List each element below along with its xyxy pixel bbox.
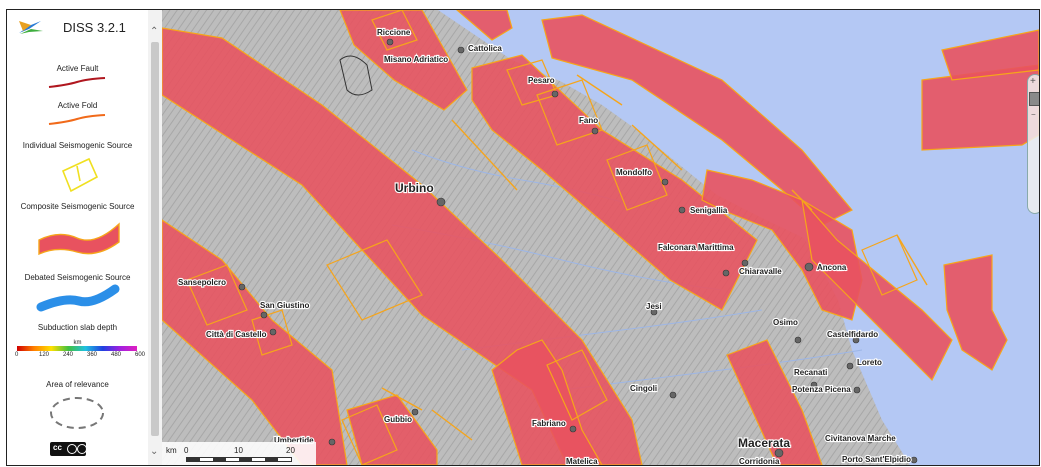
legend-active-fault-label: Active Fault [56,64,99,73]
composite-sources-land[interactable] [162,10,823,465]
city-riccione: Riccione [377,28,411,37]
app-title: DISS 3.2.1 [63,20,126,35]
subduction-tick: 120 [39,352,50,358]
debated-source-symbol [36,284,120,312]
fault-lines [381,74,928,441]
city-gubbio: Gubbio [384,415,412,424]
individual-sources[interactable] [186,10,918,465]
zoom-slider-track[interactable] [1027,74,1039,214]
scroll-up-icon[interactable]: ⌃ [150,26,159,37]
subduction-ticks: 0 120 240 360 480 600 [11,351,146,360]
city-potenza-picena: Potenza Picena [792,385,851,394]
composite-sources-sea[interactable] [456,10,1039,382]
scale-tick-20: 20 [286,446,295,455]
city-pesaro: Pesaro [528,76,555,85]
area-of-relevance [339,55,373,96]
app-window: DISS 3.2.1 Active Fault Active Fold Indi… [6,9,1040,466]
city-citta-castello: Città di Castello [206,330,267,339]
city-cattolica: Cattolica [468,44,502,53]
subduction-tick: 240 [63,352,74,358]
city-san-giustino: San Giustino [260,301,309,310]
legend-active-fold-label: Active Fold [57,101,98,110]
city-corridonia: Corridonia [739,457,780,465]
city-fabriano: Fabriano [532,419,566,428]
scale-bar-graphic [186,457,292,462]
city-sansepolcro: Sansepolcro [178,278,226,287]
subduction-color-ramp [17,346,137,351]
city-cingoli: Cingoli [630,384,657,393]
sa-icon [77,444,87,454]
city-recanati: Recanati [794,368,827,377]
city-dots [238,38,918,464]
individual-source-symbol [61,157,99,193]
city-porto-sant-elpidio: Porto Sant'Elpidio [842,455,911,464]
legend-individual-source-label: Individual Seismogenic Source [22,141,133,150]
active-fault-symbol [48,77,106,88]
scale-unit: km [166,446,177,455]
zoom-out-button[interactable]: − [1031,110,1036,119]
subduction-tick: 600 [135,352,146,358]
legend-panel: DISS 3.2.1 Active Fault Active Fold Indi… [7,10,148,465]
scrollbar-thumb[interactable] [151,42,159,436]
by-icon [67,444,77,454]
city-misano: Misano Adriatico [384,55,448,64]
zoom-in-button[interactable]: + [1030,76,1036,87]
subduction-tick: 0 [15,352,19,358]
legend-composite-source-label: Composite Seismogenic Source [20,202,135,211]
subduction-tick: 480 [111,352,122,358]
scale-tick-0: 0 [184,446,189,455]
subduction-unit: km [73,340,82,346]
city-loreto: Loreto [857,358,882,367]
adriatic-sea [438,10,1039,465]
subduction-tick: 360 [87,352,98,358]
city-matelica: Matelica [566,457,598,465]
city-chiaravalle: Chiaravalle [739,267,782,276]
legend-area-relevance-label: Area of relevance [46,380,109,389]
scroll-down-icon[interactable]: ⌄ [150,446,159,457]
active-fold-symbol [48,114,106,125]
scale-tick-10: 10 [234,446,243,455]
zoom-control[interactable]: + − [1025,74,1039,214]
city-mondolfo: Mondolfo [616,168,652,177]
map-canvas[interactable]: Riccione Misano Adriatico Cattolica Pesa… [162,10,1039,465]
city-ancona: Ancona [817,263,847,272]
city-urbino: Urbino [395,181,434,195]
city-labels: Riccione Misano Adriatico Cattolica Pesa… [177,27,912,465]
city-civitanova: Civitanova Marche [825,434,896,443]
composite-source-symbol [38,222,120,256]
city-fano: Fano [579,116,598,125]
city-castelfidardo: Castelfidardo [827,330,878,339]
city-falconara: Falconara Marittima [658,243,734,252]
city-umbertide: Umbertide [274,436,314,445]
city-osimo: Osimo [773,318,798,327]
legend-scrollbar[interactable]: ⌃ ⌄ [148,10,162,465]
scale-bar: km 0 10 20 [162,442,316,465]
city-macerata: Macerata [738,436,790,450]
zoom-slider-handle[interactable] [1029,92,1039,106]
city-senigallia: Senigallia [690,206,728,215]
cc-icon: cc [53,443,62,452]
diss-logo-icon [19,21,43,34]
area-relevance-symbol [50,397,104,429]
legend-subduction-label: Subduction slab depth [37,323,118,332]
legend-debated-source-label: Debated Seismogenic Source [24,273,131,282]
city-jesi: Jesi [646,302,662,311]
license-badge[interactable]: cc [50,442,87,456]
